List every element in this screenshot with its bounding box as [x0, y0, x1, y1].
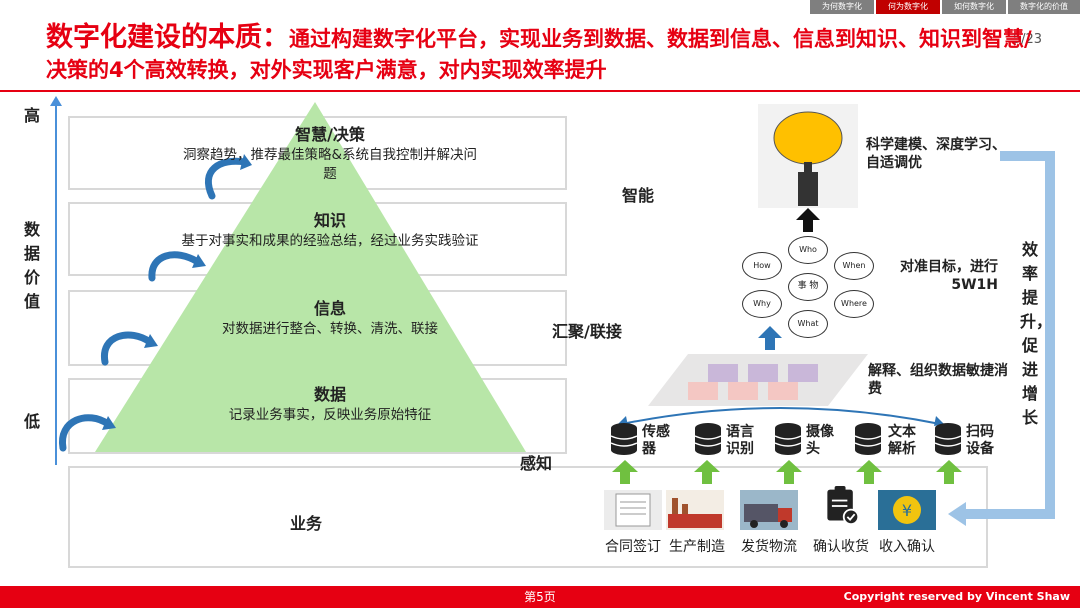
data-platform-graphic [648, 354, 868, 406]
level-data: 数据 记录业务事实，反映业务原始特征 [180, 384, 480, 425]
label-5w1h: 对准目标，进行5W1H [900, 259, 998, 293]
level-knowledge: 知识 基于对事实和成果的经验总结，经过业务实践验证 [180, 210, 480, 251]
loop-label: 效率提升，促进增长 [1020, 240, 1053, 427]
business-label: 业务 [290, 514, 323, 533]
svg-text:¥: ¥ [902, 501, 912, 520]
curved-arrow-icon [204, 157, 249, 200]
curved-arrow-icon [148, 251, 202, 282]
circle-when: When [834, 252, 874, 280]
source-label: 收入确认 [879, 539, 935, 555]
circle-why: Why [742, 290, 782, 318]
green-up-arrow-icon [694, 460, 720, 484]
level-description: 对数据进行整合、转换、清洗、联接 [222, 321, 438, 337]
sensor-label: 扫码设备 [966, 424, 994, 457]
circle-how: How [742, 252, 782, 280]
circle-where: Where [834, 290, 874, 318]
level-description: 记录业务事实，反映业务原始特征 [228, 407, 432, 423]
title-divider [0, 90, 1080, 92]
level-wisdom: 智慧/决策 洞察趋势，推荐最佳策略&系统自我控制并解决问题 [180, 124, 480, 184]
axis-low-label: 低 [24, 412, 41, 431]
label-parse: 解释、组织数据敏捷消费 [868, 363, 1008, 397]
blue-up-arrow-icon [758, 326, 782, 350]
axis-high-label: 高 [24, 106, 41, 125]
circle-center: 事 物 [788, 273, 828, 301]
level-heading: 数据 [313, 385, 346, 404]
top-nav: 为何数字化 何为数字化 如何数字化 数字化的价值 [808, 0, 1080, 14]
sensor-label: 传感器 [642, 424, 670, 457]
clipboard-check-icon [827, 486, 860, 526]
up-arrow-icon [796, 208, 820, 232]
green-up-arrow-icon [612, 460, 638, 484]
sensor-label: 语言识别 [726, 424, 754, 457]
green-up-arrow-icon [856, 460, 882, 484]
database-icon [854, 423, 882, 455]
axis-value-label: 数据价值 [24, 220, 41, 311]
green-up-arrow-icon [776, 460, 802, 484]
source-label: 发货物流 [741, 539, 797, 555]
level-description: 洞察趋势，推荐最佳策略&系统自我控制并解决问题 [182, 147, 478, 182]
level-arrows [59, 157, 249, 452]
sensor-label: 文本解析 [888, 424, 916, 457]
curved-arrow-icon [101, 331, 154, 366]
label-intelligence: 智能 [622, 186, 655, 205]
level-heading: 智慧/决策 [295, 125, 365, 144]
level-description: 基于对事实和成果的经验总结，经过业务实践验证 [181, 233, 479, 249]
label-perception: 感知 [520, 454, 553, 473]
pyramid-triangle [95, 102, 526, 452]
nav-tab-value[interactable]: 数字化的价值 [1008, 0, 1080, 14]
nav-tab-why[interactable]: 为何数字化 [810, 0, 874, 14]
nav-tab-how[interactable]: 如何数字化 [942, 0, 1006, 14]
feedback-loop-arrow [948, 151, 1055, 526]
circle-what: What [788, 310, 828, 338]
footer-copyright: Copyright reserved by Vincent Shaw [843, 590, 1070, 603]
label-ml: 科学建模、深度学习、自适调优 [866, 137, 1006, 171]
title-rest: 通过构建数字化平台，实现业务到数据、数据到信息、信息到知识、知识到智慧/决策的4… [46, 27, 1032, 82]
page-title: 数字化建设的本质：通过构建数字化平台，实现业务到数据、数据到信息、信息到知识、知… [46, 22, 1036, 86]
database-icon [774, 423, 802, 455]
curved-arrow-icon [59, 414, 112, 452]
database-icon [610, 423, 638, 455]
thinking-head-image [758, 104, 858, 208]
source-label: 生产制造 [669, 539, 725, 555]
level-information: 信息 对数据进行整合、转换、清洗、联接 [180, 298, 480, 339]
footer-page: 第5页 [524, 590, 556, 604]
level-heading: 信息 [313, 299, 346, 318]
sensor-label: 摄像头 [806, 424, 834, 457]
value-axis [55, 100, 57, 465]
database-icon [694, 423, 722, 455]
truck-image [740, 490, 798, 530]
label-aggregate: 汇聚/联接 [552, 322, 622, 341]
factory-image [666, 490, 724, 530]
footer-bar: 第5页 Copyright reserved by Vincent Shaw [0, 586, 1080, 608]
source-label: 合同签订 [605, 539, 661, 555]
circle-who: Who [788, 236, 828, 264]
title-lead: 数字化建设的本质： [46, 22, 289, 53]
page-indicator: 5/23 [1012, 32, 1042, 47]
source-label: 确认收货 [813, 539, 869, 555]
level-heading: 知识 [313, 211, 346, 230]
nav-tab-what[interactable]: 何为数字化 [876, 0, 940, 14]
green-up-arrow-icon [936, 460, 962, 484]
database-icon [934, 423, 962, 455]
contract-image [604, 490, 662, 530]
yuan-money-image: ¥ [878, 490, 936, 530]
